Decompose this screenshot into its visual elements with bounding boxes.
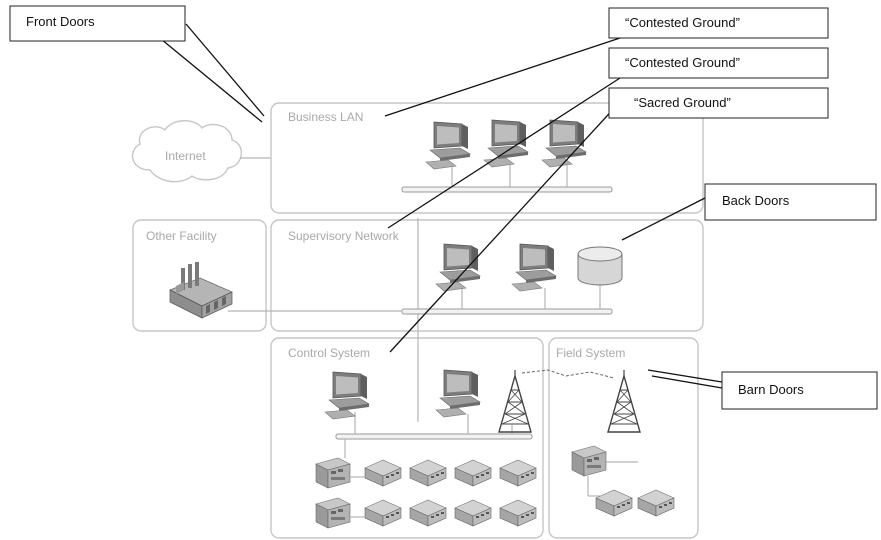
plc-controller-icon xyxy=(315,457,351,489)
field-system-zone xyxy=(548,337,699,539)
factory-icon xyxy=(169,262,233,319)
business-lan-label: Business LAN xyxy=(288,110,363,124)
field-plc-controller-icon xyxy=(571,445,607,477)
back-doors-label: Back Doors xyxy=(722,193,790,208)
contested-ground-label-2: “Contested Ground” xyxy=(625,55,740,70)
contested-ground-callout-2 xyxy=(608,47,829,79)
radio-link xyxy=(521,369,615,379)
field-system-label: Field System xyxy=(556,346,625,360)
supervisory-network-label: Supervisory Network xyxy=(288,229,400,243)
business-lan-zone xyxy=(270,102,704,214)
business-lan-bus xyxy=(401,186,613,193)
contested-ground-2-leader xyxy=(387,77,621,229)
sacred-ground-leader xyxy=(389,103,619,353)
front-doors-leader xyxy=(149,29,263,123)
contested-ground-label-1: “Contested Ground” xyxy=(625,15,740,30)
supervisory-bus xyxy=(401,308,613,315)
other-facility-label: Other Facility xyxy=(146,229,217,243)
internet-label: Internet xyxy=(165,149,206,163)
barn-doors-callout xyxy=(721,371,878,410)
front-doors-leader xyxy=(185,23,265,117)
back-doors-callout xyxy=(704,183,877,221)
barn-doors-leader xyxy=(647,369,723,383)
internet-cloud-icon xyxy=(131,120,242,183)
controller-row xyxy=(315,457,537,529)
control-system-bus xyxy=(335,433,533,440)
barn-doors-label: Barn Doors xyxy=(738,382,804,397)
sacred-ground-callout xyxy=(608,87,829,119)
barn-doors-leader xyxy=(651,375,723,389)
contested-ground-1-leader xyxy=(384,37,621,117)
front-doors-callout xyxy=(9,5,186,42)
sacred-ground-label: “Sacred Ground” xyxy=(634,95,731,110)
control-system-label: Control System xyxy=(288,346,370,360)
back-doors-leader xyxy=(621,197,706,241)
contested-ground-callout-1 xyxy=(608,7,829,39)
other-facility-zone xyxy=(132,219,267,332)
database-icon xyxy=(577,246,623,286)
front-doors-label: Front Doors xyxy=(26,14,95,29)
plc-controller-icon xyxy=(315,497,351,529)
